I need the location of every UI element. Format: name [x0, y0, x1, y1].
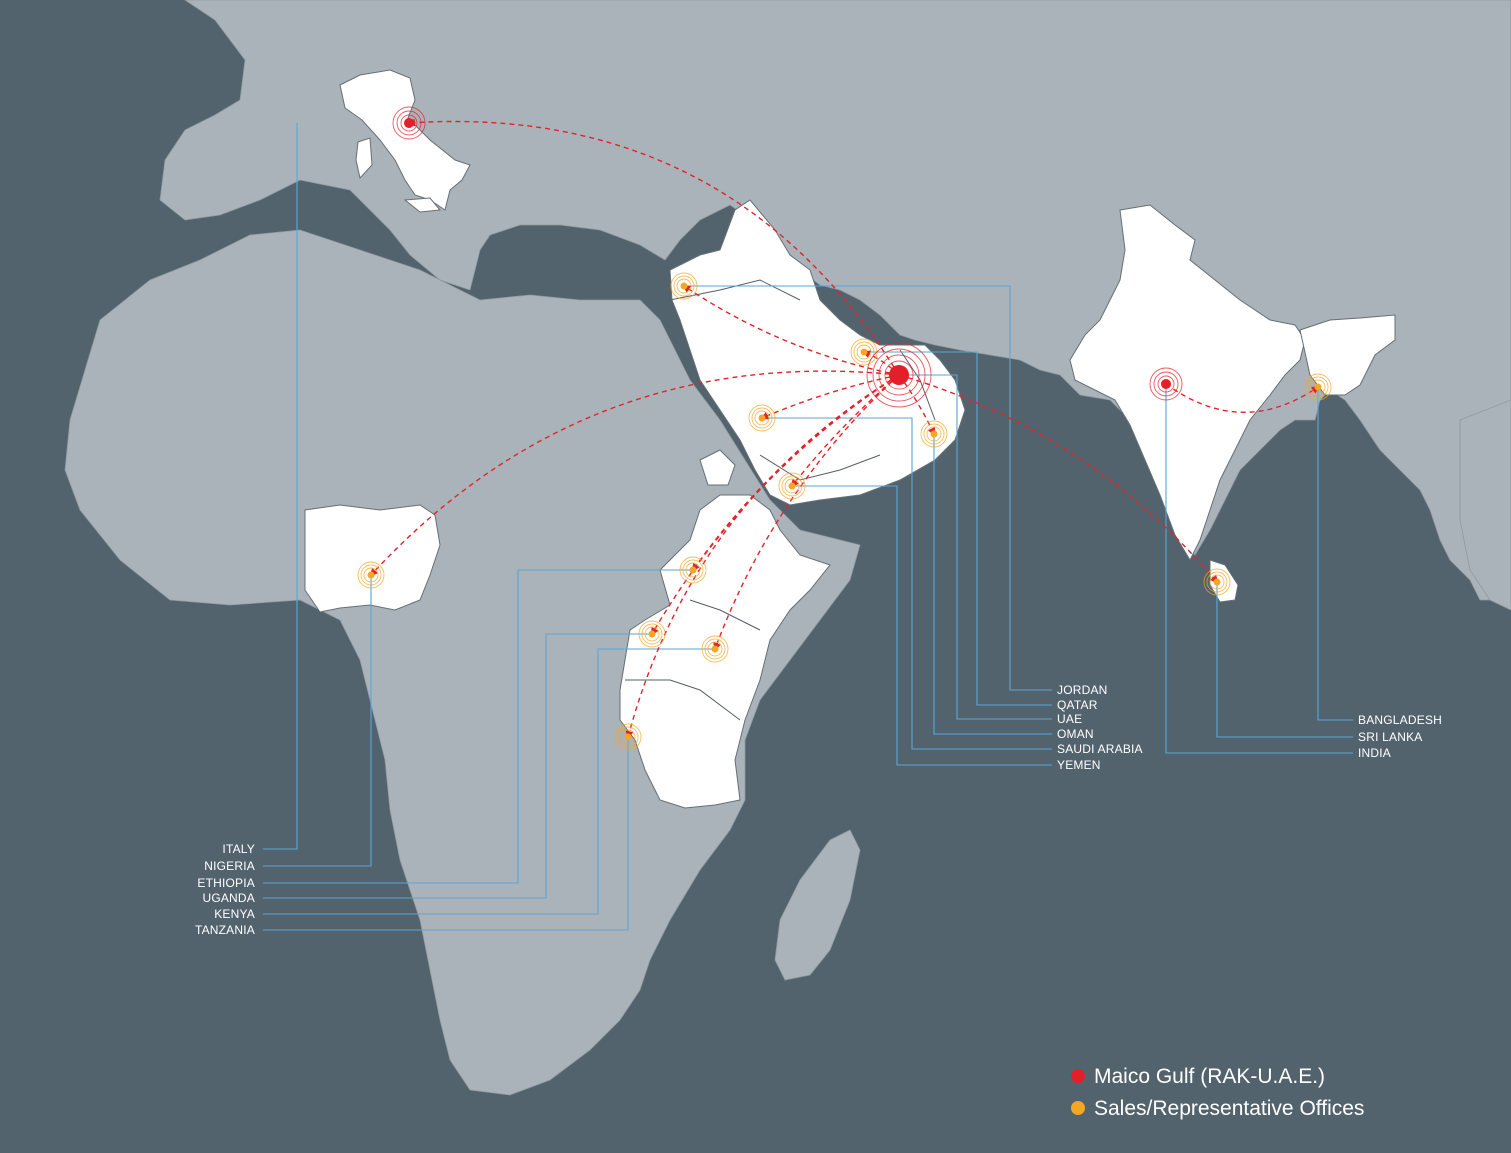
label-nigeria: NIGERIA: [204, 859, 255, 873]
oman-border: [899, 349, 936, 421]
marker-uae-icon: [866, 342, 932, 408]
connector-uae: [899, 374, 1052, 720]
label-qatar: QATAR: [1057, 698, 1098, 712]
southeast-asia-landmass: [1459, 399, 1511, 611]
hq-legend-dot-icon: [1071, 1069, 1085, 1083]
route-arrow-italy: [407, 118, 900, 376]
eritrea-shape: [699, 449, 736, 486]
label-jordan: JORDAN: [1057, 683, 1108, 697]
connector-lines: [263, 123, 1353, 931]
marker-ethiopia-icon: [679, 556, 707, 584]
office-legend-dot-icon: [1071, 1101, 1085, 1115]
marker-italy-icon: [392, 106, 426, 140]
marker-jordan-icon: [670, 272, 698, 300]
connector-kenya: [263, 648, 715, 915]
marker-uganda-icon: [638, 620, 666, 648]
jordan-saudi-border: [669, 279, 801, 301]
connector-ethiopia: [263, 569, 693, 884]
label-saudi-arabia: SAUDI ARABIA: [1057, 742, 1143, 756]
route-arrows: [369, 118, 1320, 739]
madagascar-landmass: [774, 829, 861, 981]
ethiopia-kenya-border: [689, 599, 761, 631]
label-oman: OMAN: [1057, 727, 1094, 741]
uganda-tanzania-border: [625, 679, 741, 721]
route-arrow-jordan: [682, 284, 900, 376]
connector-yemen: [792, 485, 1052, 766]
connector-italy: [263, 123, 298, 850]
india-shape: [1069, 204, 1306, 562]
label-bangladesh: BANGLADESH: [1358, 713, 1442, 727]
label-yemen: YEMEN: [1057, 758, 1101, 772]
connector-oman: [933, 434, 1052, 735]
sicily-shape: [403, 197, 441, 213]
marker-tanzania-icon: [614, 723, 642, 751]
route-arrow-india-bangladesh: [1165, 383, 1320, 413]
connector-sri-lanka: [1216, 582, 1353, 738]
legend: Maico Gulf (RAK-U.A.E.) Sales/Representa…: [1071, 1065, 1364, 1120]
route-arrow-tanzania: [625, 374, 900, 739]
nigeria-shape: [304, 504, 441, 613]
route-arrow-yemen: [790, 374, 900, 488]
internal-borders: [625, 279, 936, 721]
marker-saudi-arabia-icon: [748, 404, 776, 432]
label-uganda: UGANDA: [202, 891, 255, 905]
route-arrow-saudi-arabia: [760, 374, 900, 420]
location-markers: [357, 106, 1332, 751]
connector-jordan: [684, 285, 1052, 691]
connector-tanzania: [263, 737, 629, 931]
connector-nigeria: [263, 575, 372, 867]
marker-bangladesh-icon: [1304, 373, 1332, 401]
sardinia-shape: [355, 137, 373, 180]
marker-oman-icon: [920, 420, 948, 448]
label-uae: UAE: [1057, 712, 1082, 726]
label-ethiopia: ETHIOPIA: [197, 876, 255, 890]
italy-shape: [339, 69, 471, 211]
route-arrow-sri-lanka: [898, 374, 1219, 584]
yemen-saudi-border: [759, 454, 881, 481]
marker-india-icon: [1149, 367, 1183, 401]
legend-hq-label: Maico Gulf (RAK-U.A.E.): [1094, 1065, 1325, 1088]
marker-yemen-icon: [778, 472, 806, 500]
label-tanzania: TANZANIA: [195, 923, 255, 937]
label-india: INDIA: [1358, 746, 1391, 760]
legend-office-label: Sales/Representative Offices: [1094, 1097, 1364, 1120]
connector-india: [1165, 384, 1353, 754]
route-arrow-kenya: [713, 374, 900, 651]
connector-bangladesh: [1317, 387, 1353, 721]
label-kenya: KENYA: [214, 907, 255, 921]
marker-sri-lanka-icon: [1203, 568, 1231, 596]
connector-qatar: [864, 351, 1052, 706]
label-italy: ITALY: [222, 842, 255, 856]
connector-uganda: [263, 633, 652, 899]
marker-kenya-icon: [701, 635, 729, 663]
marker-nigeria-icon: [357, 561, 385, 589]
africa-landmass: [64, 229, 861, 1096]
route-arrow-nigeria: [369, 370, 900, 577]
label-sri-lanka: SRI LANKA: [1358, 730, 1423, 744]
